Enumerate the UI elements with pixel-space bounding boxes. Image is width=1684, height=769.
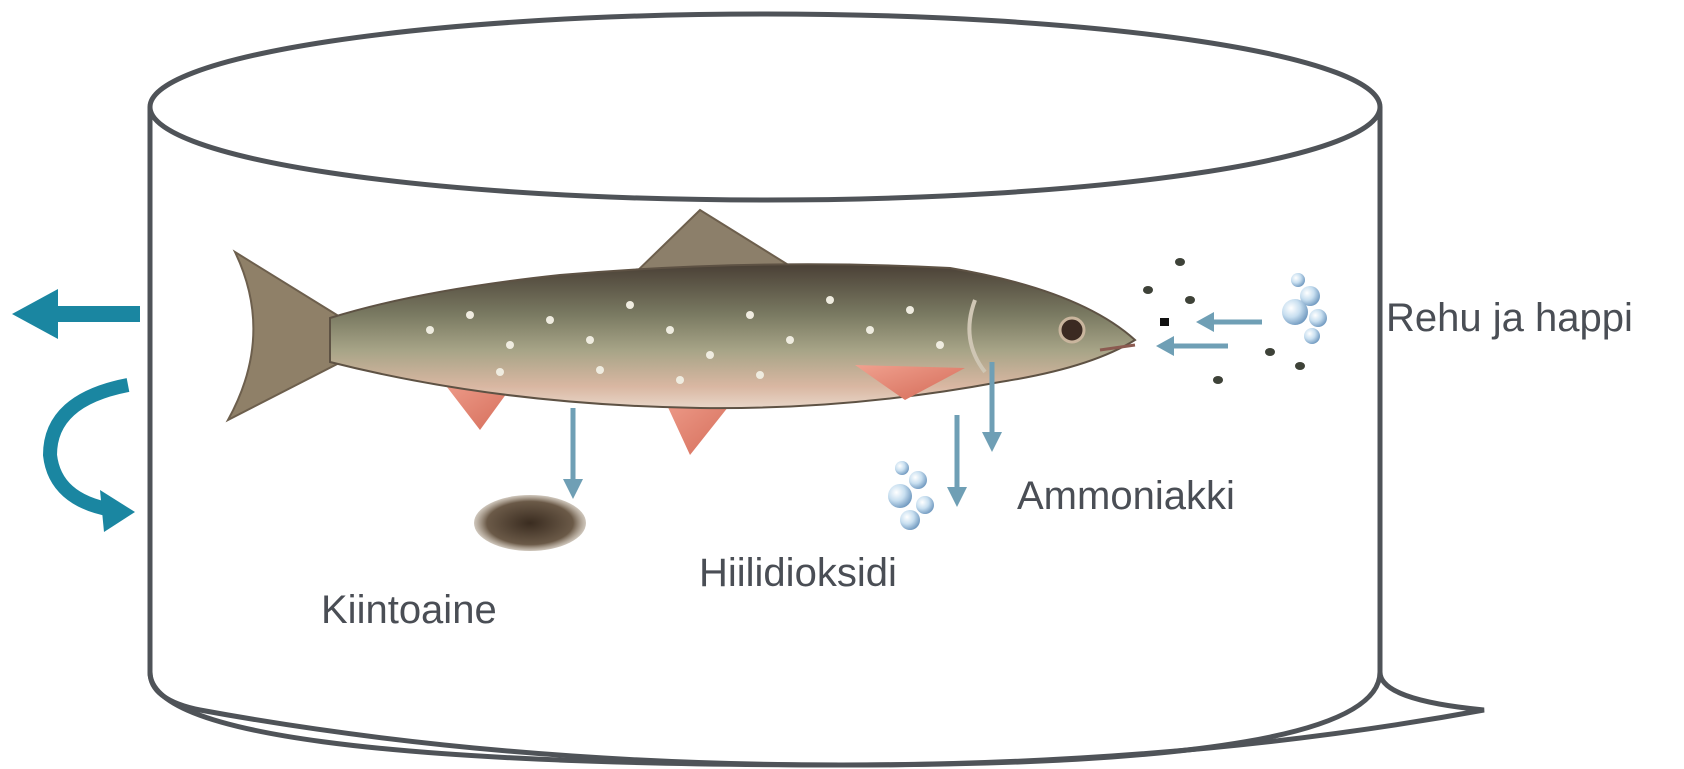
label-feed-oxygen: Rehu ja happi — [1386, 298, 1633, 338]
fish-tail-fin — [228, 252, 345, 420]
fish-body — [330, 264, 1135, 408]
co2-bubbles-icon — [888, 461, 934, 530]
fish-illustration — [228, 210, 1135, 455]
label-carbon-dioxide: Hiilidioksidi — [699, 553, 897, 593]
recirculation-arrow-icon — [50, 385, 135, 532]
fish-eye — [1060, 318, 1084, 342]
label-ammonia: Ammoniakki — [1017, 476, 1235, 516]
outflow-arrow-icon — [12, 289, 140, 339]
intake-arrows — [1156, 312, 1262, 356]
tank-top-rim — [150, 14, 1380, 200]
sediment-pile-icon — [474, 495, 586, 551]
oxygen-bubbles-icon — [1282, 273, 1327, 344]
label-solids: Kiintoaine — [321, 590, 497, 630]
tank-bottom-rim — [150, 672, 1380, 765]
tank-wall — [150, 107, 1484, 765]
